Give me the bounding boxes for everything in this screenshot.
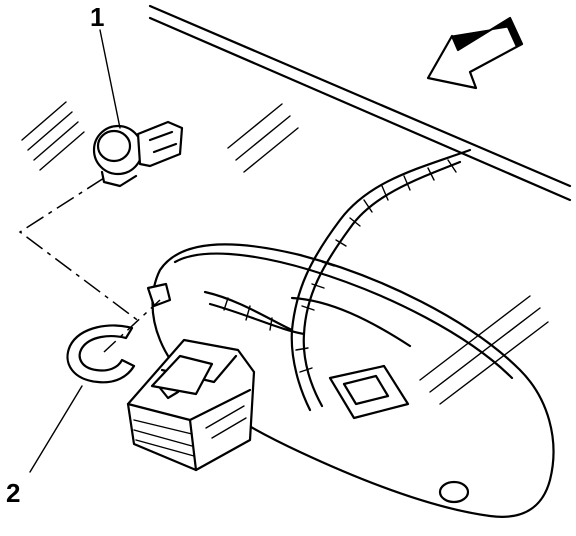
installation-guide-lines	[18, 177, 161, 353]
callout-label-2: 2	[6, 478, 20, 508]
callout-label-1: 1	[90, 2, 104, 32]
callout-leaders	[29, 29, 121, 473]
sensor-wiring-harness	[203, 148, 472, 412]
windshield-edge	[148, 4, 572, 202]
glass-reflection-hatches	[21, 101, 549, 405]
mirror-mount-connector	[126, 282, 256, 472]
forward-direction-arrow	[426, 16, 524, 90]
rain-sensor	[92, 120, 184, 188]
leader-line-2	[29, 385, 83, 473]
leader-line-1	[99, 29, 121, 129]
sensor-gasket-ring	[66, 324, 136, 384]
rearview-mirror	[151, 243, 555, 518]
